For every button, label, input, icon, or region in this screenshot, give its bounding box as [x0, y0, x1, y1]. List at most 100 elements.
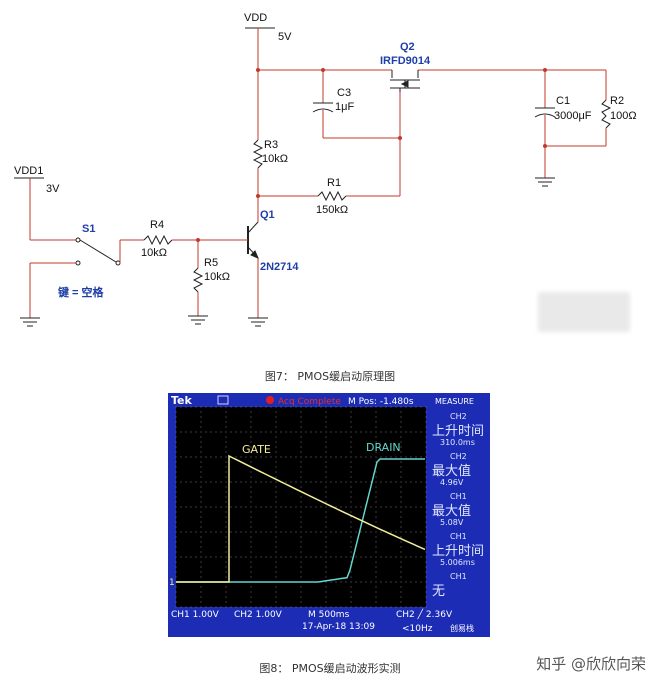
grid-dot [225, 486, 227, 488]
grid-dot [200, 446, 202, 448]
grid-dot [325, 456, 327, 458]
grid-dot [360, 431, 362, 433]
s1-key-label: 键 = 空格 [57, 285, 105, 299]
r1-value: 150kΩ [316, 204, 348, 216]
grid-dot [290, 506, 292, 508]
grid-dot [375, 486, 377, 488]
grid-dot [365, 606, 367, 608]
grid-dot [425, 601, 427, 603]
grid-dot [395, 556, 397, 558]
grid-dot [295, 606, 297, 608]
grid-dot [425, 576, 427, 578]
grid-dot [250, 591, 252, 593]
measure-value: 4.96V [440, 478, 464, 487]
grid-dot [200, 416, 202, 418]
grid-dot [310, 531, 312, 533]
grid-dot [250, 426, 252, 428]
grid-dot [375, 576, 377, 578]
measure-channel: CH2 [450, 412, 467, 421]
schematic-diagram: VDD 5V Q2 IRFD9014 C3 1μF R3 10kΩ R1 150… [14, 12, 637, 327]
grid-dot [335, 581, 337, 583]
grid-dot [205, 481, 207, 483]
grid-dot [425, 591, 427, 593]
grid-dot [400, 556, 402, 558]
grid-dot [330, 606, 332, 608]
grid-dot [305, 431, 307, 433]
grid-dot [330, 431, 332, 433]
grid-dot [250, 486, 252, 488]
blurred-overlay [538, 292, 630, 332]
grid-dot [375, 546, 377, 548]
grid-dot [300, 426, 302, 428]
grid-dot [385, 481, 387, 483]
grid-dot [350, 476, 352, 478]
trigger-state-icon [217, 395, 229, 405]
grid-dot [355, 431, 357, 433]
grid-dot [375, 586, 377, 588]
grid-dot [265, 456, 267, 458]
grid-dot [330, 531, 332, 533]
grid-dot [400, 531, 402, 533]
acq-status-icon [266, 396, 274, 404]
grid-dot [190, 531, 192, 533]
grid-dot [195, 531, 197, 533]
grid-dot [200, 491, 202, 493]
grid-dot [190, 556, 192, 558]
grid-dot [350, 551, 352, 553]
grid-dot [325, 571, 327, 573]
grid-dot [400, 471, 402, 473]
grid-dot [295, 481, 297, 483]
grid-dot [250, 411, 252, 413]
grid-dot [360, 506, 362, 508]
grid-dot [315, 506, 317, 508]
zhihu-watermark: 知乎 @欣欣向荣 [536, 655, 646, 673]
grid-dot [425, 446, 427, 448]
grid-dot [285, 556, 287, 558]
grid-dot [370, 606, 372, 608]
grid-dot [330, 581, 332, 583]
grid-dot [300, 446, 302, 448]
grid-dot [250, 526, 252, 528]
grid-dot [200, 496, 202, 498]
grid-dot [330, 406, 332, 408]
grid-dot [310, 556, 312, 558]
grid-dot [350, 511, 352, 513]
grid-dot [245, 531, 247, 533]
grid-dot [250, 461, 252, 463]
grid-dot [270, 456, 272, 458]
grid-dot [275, 596, 277, 598]
grid-dot [205, 506, 207, 508]
grid-dot [345, 481, 347, 483]
grid-dot [400, 521, 402, 523]
grid-dot [275, 436, 277, 438]
grid-dot [425, 541, 427, 543]
grid-dot [310, 606, 312, 608]
grid-dot [250, 521, 252, 523]
grid-dot [275, 606, 277, 608]
grid-dot [250, 601, 252, 603]
grid-dot [340, 481, 342, 483]
grid-dot [240, 431, 242, 433]
grid-dot [175, 416, 177, 418]
grid-dot [295, 556, 297, 558]
grid-dot [380, 506, 382, 508]
grid-dot [215, 406, 217, 408]
grid-dot [275, 546, 277, 548]
grid-dot [255, 531, 257, 533]
grid-dot [175, 406, 177, 408]
grid-dot [400, 561, 402, 563]
grid-dot [330, 481, 332, 483]
grid-dot [280, 606, 282, 608]
grid-dot [275, 486, 277, 488]
grid-dot [325, 421, 327, 423]
grid-dot [175, 426, 177, 428]
grid-dot [185, 556, 187, 558]
ch2-scale: CH2 1.00V [234, 610, 283, 620]
grid-dot [360, 406, 362, 408]
grid-dot [350, 411, 352, 413]
grid-dot [175, 436, 177, 438]
measure-channel: CH1 [450, 492, 467, 501]
grid-dot [315, 606, 317, 608]
grid-dot [400, 526, 402, 528]
grid-dot [350, 526, 352, 528]
